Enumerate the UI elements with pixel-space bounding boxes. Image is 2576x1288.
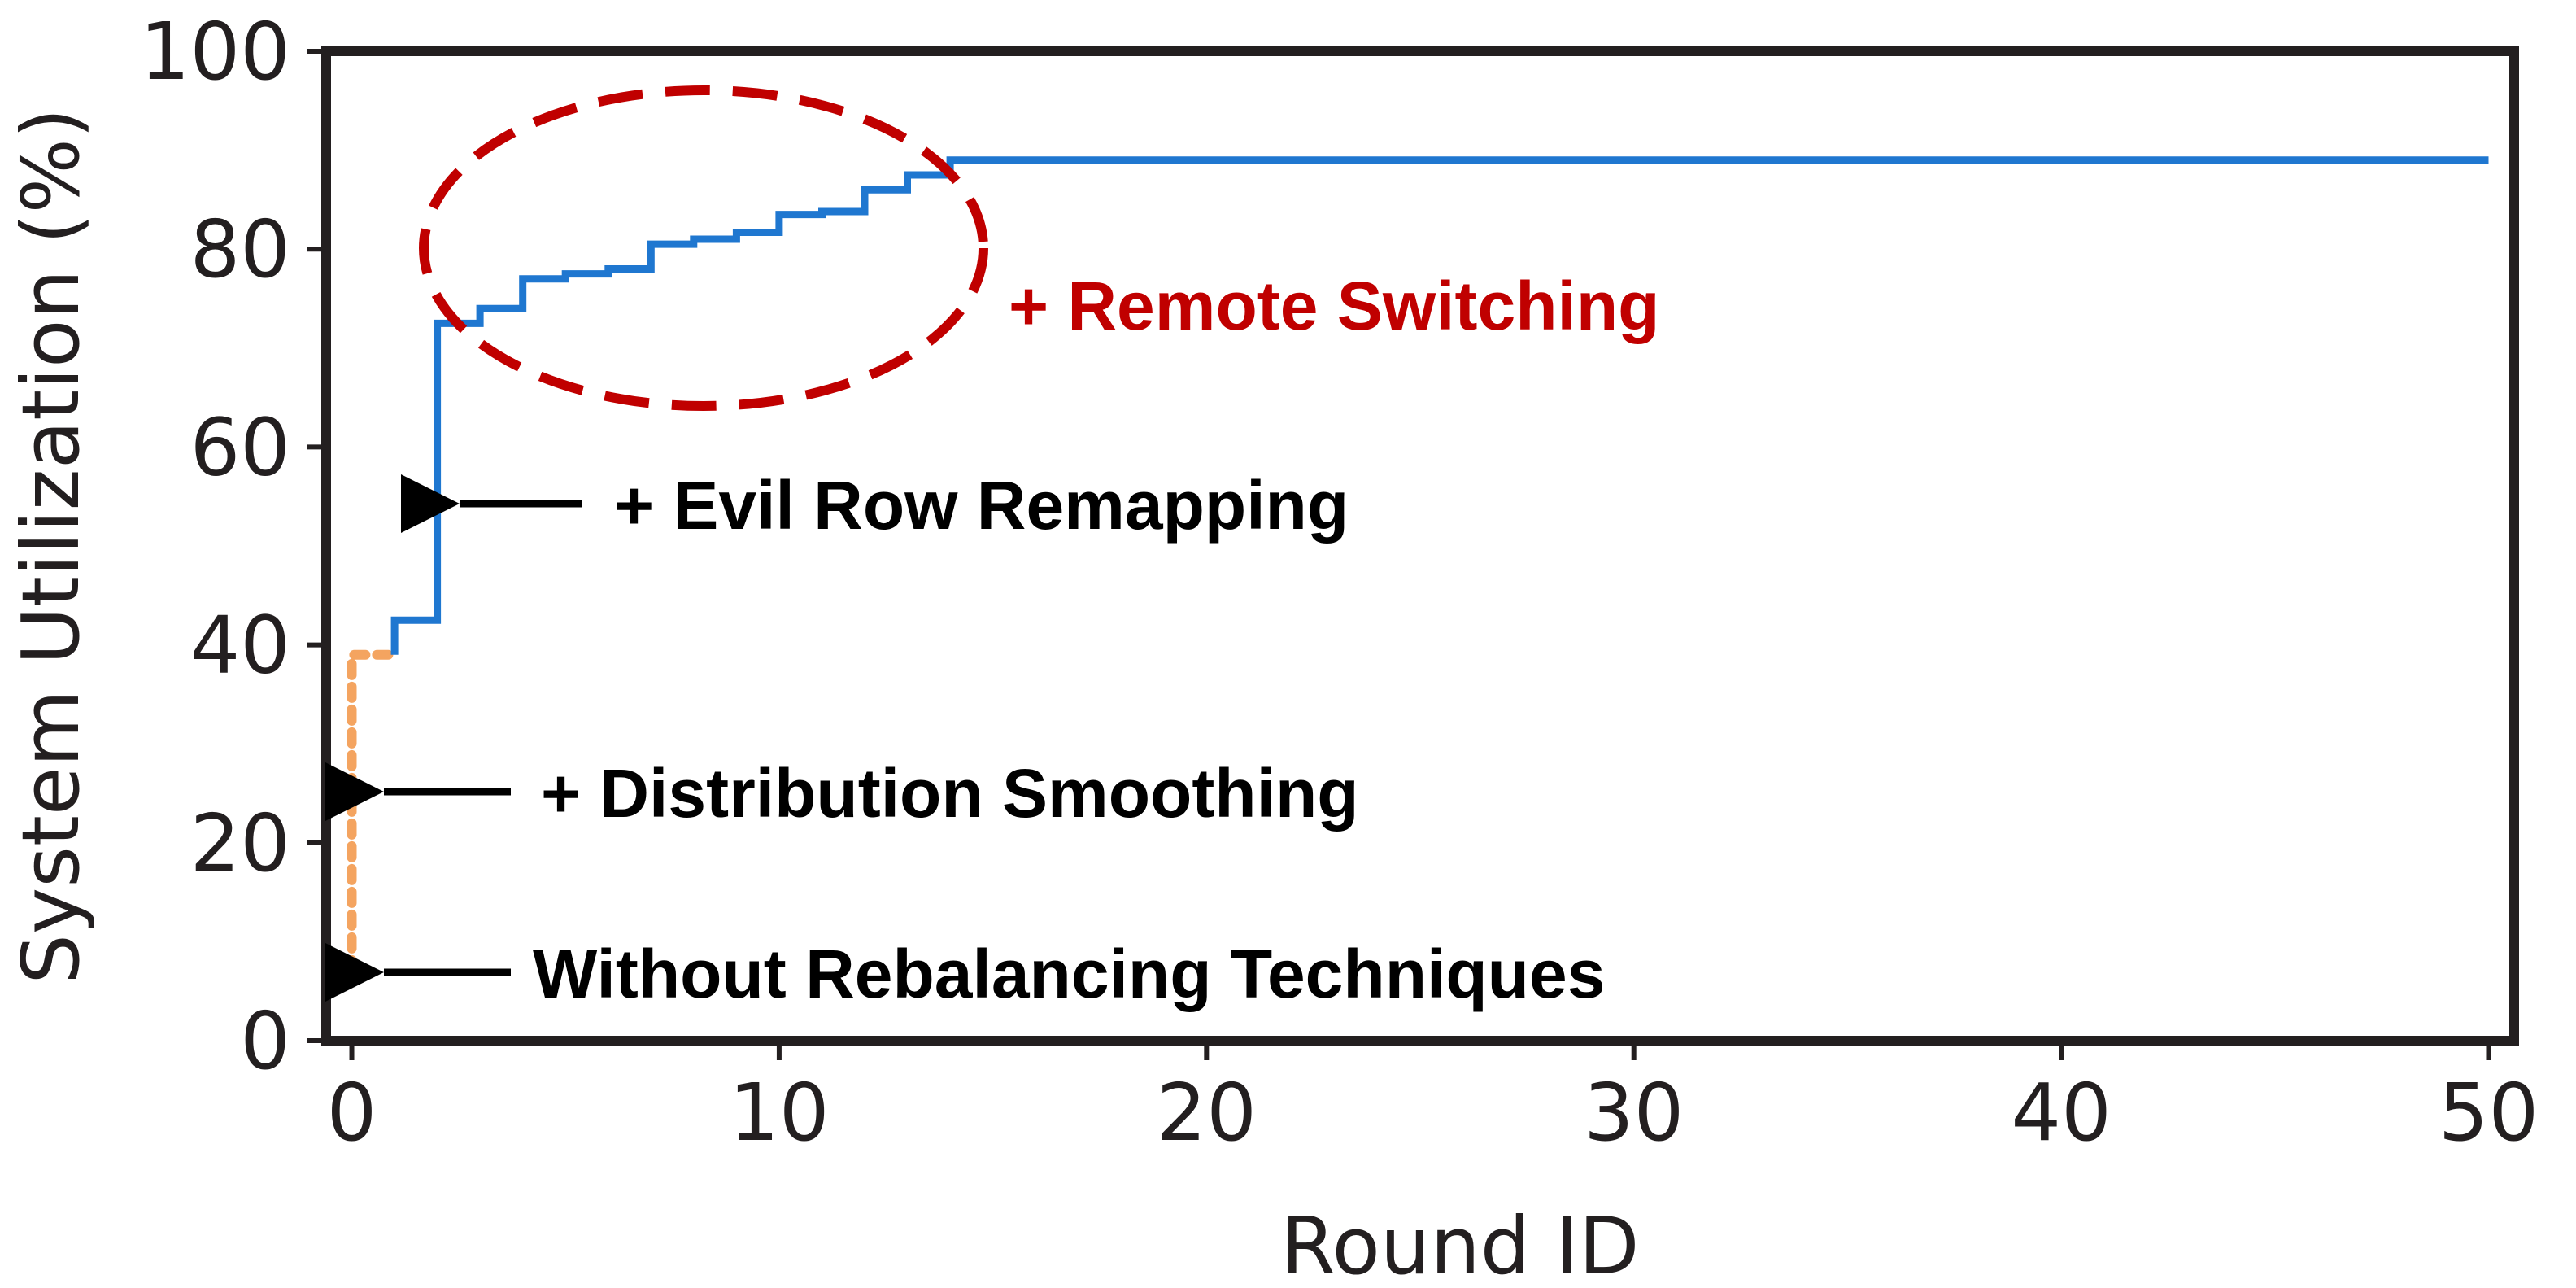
- remote-switching-annotation: + Remote Switching: [1009, 268, 1659, 344]
- y-tick-label: 20: [190, 797, 290, 889]
- x-tick-label: 30: [1584, 1067, 1684, 1159]
- x-axis-label: Round ID: [1280, 1200, 1639, 1288]
- y-tick-label: 80: [190, 203, 290, 295]
- x-tick-label: 40: [2011, 1067, 2111, 1159]
- rebalanced-series-line: [390, 156, 2489, 655]
- x-tick-label: 20: [1157, 1067, 1257, 1159]
- ticks-layer: 0 10 20 30 40 50 0 20 40 60 80 100: [140, 6, 2539, 1159]
- series-layer: [347, 156, 2489, 976]
- distribution-smoothing-annotation: + Distribution Smoothing: [541, 755, 1359, 832]
- y-tick-label: 100: [140, 6, 290, 98]
- y-tick-label: 60: [190, 401, 290, 493]
- remote-switching-ellipse: [419, 85, 988, 411]
- evil-row-annotation: + Evil Row Remapping: [614, 467, 1349, 544]
- x-tick-label: 0: [327, 1067, 377, 1159]
- baseline-series-line: [347, 649, 400, 976]
- y-tick-label: 40: [190, 600, 290, 692]
- y-axis-label: System Utilization (%): [5, 107, 97, 984]
- x-tick-label: 50: [2439, 1067, 2539, 1159]
- no-rebalancing-annotation: Without Rebalancing Techniques: [533, 936, 1605, 1012]
- x-tick-label: 10: [729, 1067, 829, 1159]
- plot-frame: [321, 46, 2519, 1046]
- y-tick-label: 0: [240, 995, 290, 1087]
